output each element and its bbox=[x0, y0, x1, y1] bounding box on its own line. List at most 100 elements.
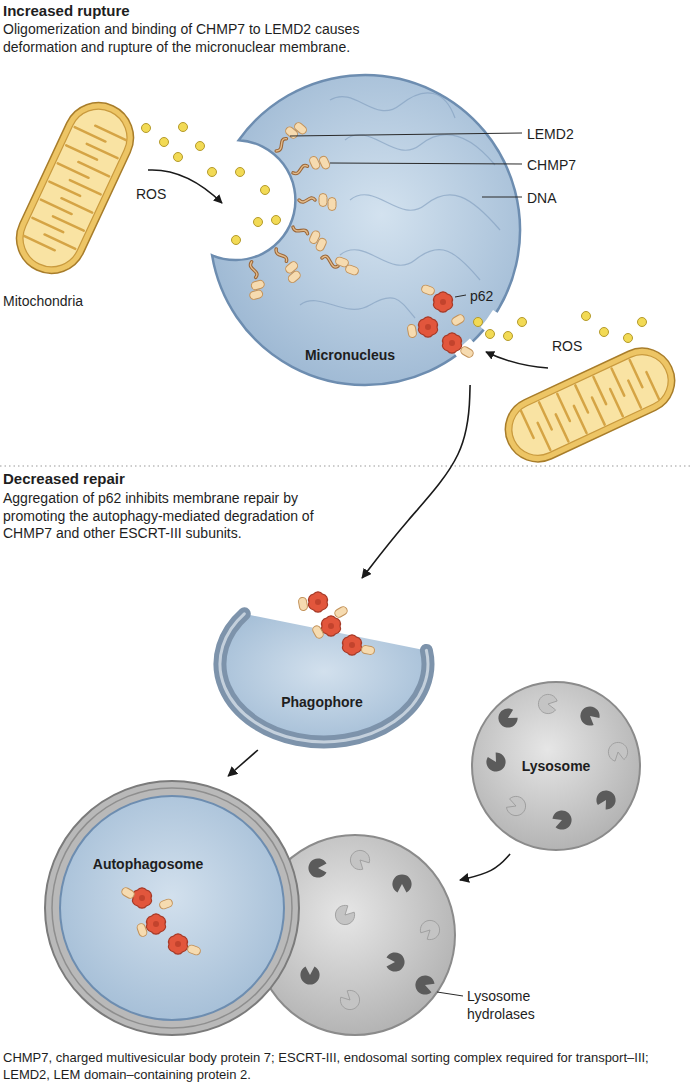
p62-cluster bbox=[187, 944, 202, 956]
ros-dots bbox=[582, 312, 591, 321]
flow-arrow bbox=[228, 750, 258, 776]
autophagosome-label: Autophagosome bbox=[93, 856, 203, 873]
mitochondrion bbox=[5, 91, 145, 285]
dna-strand bbox=[330, 93, 455, 118]
leader-line bbox=[455, 295, 466, 297]
p62-cluster bbox=[120, 886, 135, 899]
ros-dots bbox=[504, 332, 513, 341]
leader-line bbox=[290, 133, 522, 136]
ros-dots bbox=[272, 216, 281, 225]
p62-cluster bbox=[298, 592, 375, 655]
lysosome-hydrolase bbox=[413, 973, 437, 997]
lemd2-protein bbox=[250, 139, 338, 278]
callout-label-anchor: DNA bbox=[527, 190, 557, 208]
mitochondrion bbox=[24, 118, 126, 258]
phagophore-membrane bbox=[220, 614, 428, 742]
p62-cluster bbox=[333, 605, 348, 618]
lysosome-hydrolase bbox=[495, 705, 520, 731]
callout-label: CHMP7 bbox=[527, 157, 576, 175]
lysosome-hydrolase bbox=[593, 787, 619, 812]
chmp7-protein bbox=[318, 155, 331, 170]
micronucleus-label: Micronucleus bbox=[305, 347, 395, 364]
organelle-label-anchor: Mitochondria bbox=[3, 293, 83, 311]
ros-dots bbox=[208, 168, 217, 177]
p62-cluster bbox=[311, 624, 324, 639]
ros-label-anchor: ROS bbox=[552, 338, 582, 356]
callout-label-anchor: Lysosome hydrolases bbox=[467, 988, 552, 1023]
p62-cluster bbox=[442, 333, 461, 353]
ros-dots bbox=[600, 328, 609, 337]
ros-label: ROS bbox=[552, 338, 582, 356]
p62-cluster bbox=[407, 324, 417, 338]
callout-label-anchor: p62 bbox=[470, 288, 493, 306]
flow-arrow bbox=[460, 854, 510, 880]
ros-dots bbox=[179, 123, 188, 132]
p62-cluster bbox=[308, 592, 327, 612]
chmp7-protein bbox=[315, 237, 328, 252]
ros-dots bbox=[638, 318, 647, 327]
section-heading: Decreased repair bbox=[3, 470, 125, 489]
section-text: Aggregation of p62 inhibits membrane rep… bbox=[3, 490, 353, 543]
lysosome-hydrolase bbox=[392, 874, 411, 892]
lysosome-hydrolase bbox=[308, 858, 326, 877]
lysosome-membrane bbox=[472, 682, 640, 850]
autophagosome-membrane bbox=[52, 788, 292, 1028]
ros-dots bbox=[142, 124, 151, 133]
lysosome-hydrolase bbox=[300, 967, 319, 985]
autophagosome-outline bbox=[40, 776, 460, 1040]
section-heading-anchor: Increased rupture bbox=[3, 2, 130, 21]
dna-strand bbox=[350, 195, 500, 230]
callout-label-anchor: LEMD2 bbox=[527, 126, 574, 144]
p62-cluster bbox=[433, 292, 452, 312]
p62-cluster bbox=[407, 284, 475, 359]
section-text-anchor: Oligomerization and binding of CHMP7 to … bbox=[3, 21, 423, 56]
p62-cluster bbox=[298, 597, 308, 611]
ros-dots bbox=[196, 142, 205, 151]
dna-strand bbox=[300, 93, 500, 318]
micronucleus-outline bbox=[210, 75, 520, 385]
organelle-label: Mitochondria bbox=[3, 293, 83, 311]
p62-cluster bbox=[418, 317, 437, 337]
chmp7-protein bbox=[249, 289, 264, 300]
ros-dots bbox=[142, 123, 647, 343]
mitochondrion bbox=[495, 338, 686, 473]
lysosome-hydrolase bbox=[537, 693, 558, 715]
section-divider bbox=[0, 465, 693, 466]
lysosome-hydrolase bbox=[417, 916, 443, 942]
chmp7-protein bbox=[308, 155, 321, 170]
ros-dots bbox=[236, 168, 245, 177]
autophagosome-shape: Autophagosome bbox=[40, 776, 460, 1040]
p62-cluster bbox=[421, 284, 436, 296]
leader-line bbox=[437, 992, 463, 996]
ros-arrow bbox=[486, 352, 548, 368]
lysosome-label: Lysosome bbox=[522, 758, 591, 775]
p62-cluster bbox=[120, 886, 201, 956]
lemd2-protein bbox=[250, 139, 338, 278]
ros-label-anchor: ROS bbox=[136, 186, 166, 204]
chmp7-protein bbox=[293, 121, 308, 135]
p62-cluster bbox=[342, 635, 361, 655]
section-text-anchor: Aggregation of p62 inhibits membrane rep… bbox=[3, 490, 353, 543]
chmp7-protein bbox=[249, 121, 360, 300]
phagophore-lumen bbox=[220, 614, 428, 742]
dna-strand bbox=[300, 298, 415, 318]
caption: CHMP7, charged multivesicular body prote… bbox=[3, 1050, 690, 1084]
leader-line bbox=[290, 133, 522, 996]
lysosome-hydrolase bbox=[337, 987, 363, 1013]
ros-label: ROS bbox=[136, 186, 166, 204]
chmp7-protein bbox=[345, 264, 360, 276]
chmp7-protein bbox=[319, 194, 327, 207]
section-heading-anchor: Decreased repair bbox=[3, 470, 125, 489]
chmp7-protein bbox=[287, 270, 302, 284]
mitochondrion bbox=[503, 346, 676, 464]
lysosome-hydrolase bbox=[551, 808, 575, 832]
callout-label: Lysosome hydrolases bbox=[467, 988, 552, 1023]
ros-arrow bbox=[148, 170, 548, 368]
lysosome-hydrolase bbox=[300, 693, 629, 1014]
lysosome-hydrolase bbox=[387, 952, 405, 971]
ros-dots bbox=[254, 218, 263, 227]
caption-anchor: CHMP7, charged multivesicular body prote… bbox=[3, 1050, 690, 1084]
